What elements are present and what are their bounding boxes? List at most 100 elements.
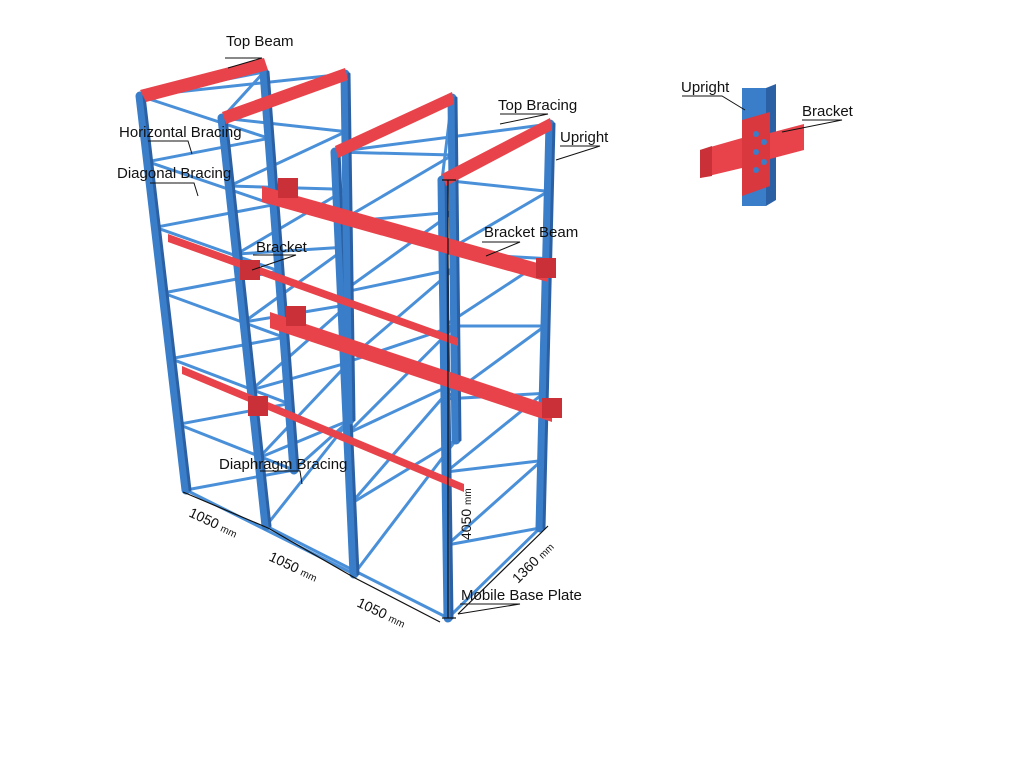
horizontal-bracing <box>257 360 351 460</box>
depth-dimension-line <box>457 525 549 615</box>
top-beam <box>222 68 348 124</box>
leader-bracket-main <box>251 254 297 271</box>
diaphragm-bracing <box>184 488 356 576</box>
horizontal-bracing <box>349 381 457 506</box>
upright-edge <box>224 116 272 528</box>
upright-edge <box>542 122 556 530</box>
bracket <box>240 260 260 280</box>
width-dimension-line-2 <box>267 527 356 579</box>
bracket <box>278 178 298 198</box>
width-1-text: 1050 mm <box>187 504 241 540</box>
detail-bracket-arm-end <box>700 146 712 178</box>
upright <box>135 91 191 495</box>
horizontal-bracing <box>339 210 455 295</box>
upright-edge <box>142 94 192 492</box>
diagonal-bracing <box>339 267 456 295</box>
bracket <box>542 398 562 418</box>
leader-diagonal-bracing <box>150 182 199 197</box>
horizontal-bracing <box>146 136 271 164</box>
upright <box>437 175 453 623</box>
bracket-beam <box>182 366 464 492</box>
leader-mobile-base-plate <box>457 603 521 615</box>
label-mobile-base-plate: Mobile Base Plate <box>461 587 582 604</box>
diagonal-bracing <box>445 526 542 547</box>
top-beam <box>140 58 268 102</box>
label-diaphragm-bracing: Diaphragm Bracing <box>219 456 348 473</box>
top-beam <box>442 118 552 186</box>
horizontal-bracing <box>336 153 455 224</box>
leader-bracket-detail <box>781 119 843 133</box>
horizontal-bracing <box>227 130 348 188</box>
detail-bolt-hole <box>753 149 759 155</box>
upright <box>217 113 271 531</box>
label-bracket-beam: Bracket Beam <box>484 224 579 241</box>
leader-upright-detail <box>682 95 746 111</box>
beam-layer <box>140 58 562 492</box>
height-text: 4050 mm <box>458 488 474 540</box>
label-top-beam: Top Beam <box>226 33 294 50</box>
label-bracket-detail: Bracket <box>802 103 853 120</box>
diagonal-bracing <box>257 418 352 460</box>
leader-lines <box>148 57 843 615</box>
label-horizontal-bracing: Horizontal Bracing <box>119 124 242 141</box>
horizontal-bracing <box>352 438 458 576</box>
upright <box>535 119 555 533</box>
detail-upright-bracket <box>700 84 804 206</box>
bracket-beam <box>270 312 552 422</box>
dimension-lines <box>182 179 549 623</box>
label-upright-detail: Upright <box>681 79 730 96</box>
diagonal-bracing <box>161 291 286 339</box>
diagonal-bracing <box>349 438 458 506</box>
upright-edge <box>347 72 356 422</box>
dimension-texts: 1050 mm 1050 mm 1050 mm 4050 mm 1360 mm <box>187 488 557 630</box>
diagonal-bracing <box>138 94 271 140</box>
diaphragm-bracing <box>292 418 352 472</box>
upright <box>259 67 299 475</box>
upright-edge <box>266 70 300 472</box>
diagonal-bracing <box>333 150 455 157</box>
horizontal-bracing <box>153 203 276 229</box>
width-dimension-line-1 <box>182 491 269 529</box>
diagonal-bracing <box>146 160 276 207</box>
leader-diaphragm-bracing <box>260 470 303 485</box>
label-diagonal-bracing: Diagonal Bracing <box>117 165 232 182</box>
diagonal-bracing <box>169 357 291 406</box>
detail-bolt-hole <box>761 159 767 165</box>
width-3-text: 1050 mm <box>355 594 409 630</box>
leader-top-beam <box>225 57 263 69</box>
top-bracing <box>333 122 552 154</box>
horizontal-bracing <box>184 468 296 492</box>
horizontal-bracing <box>249 303 350 392</box>
leader-bracket-beam <box>482 241 521 257</box>
top-beam <box>335 92 454 158</box>
depth-text: 1360 mm <box>509 538 557 586</box>
bracket <box>286 306 306 326</box>
upright <box>340 69 355 425</box>
bracket <box>248 396 268 416</box>
detail-bolt-hole <box>753 131 759 137</box>
detail-bracket-arm-right <box>766 124 804 160</box>
horizontal-bracing <box>169 335 286 361</box>
diagonal-bracing <box>440 178 550 193</box>
detail-bolt-hole <box>761 139 767 145</box>
width-dimension-line-3 <box>354 577 441 623</box>
diagonal-bracing <box>249 360 351 392</box>
bracket <box>536 258 556 278</box>
diagonal-bracing <box>235 245 349 256</box>
leader-top-bracing <box>499 113 549 125</box>
diagonal-bracing <box>220 116 348 134</box>
bracket-beam <box>262 186 548 282</box>
label-bracket-main: Bracket <box>256 239 307 256</box>
diagonal-bracing <box>176 422 296 472</box>
diagonal-bracing <box>444 459 544 474</box>
label-upright-main: Upright <box>560 129 609 146</box>
horizontal-bracing <box>235 187 349 256</box>
detail-bolt-hole <box>753 167 759 173</box>
leader-horizontal-bracing <box>148 140 193 155</box>
label-top-bracing: Top Bracing <box>498 97 578 114</box>
horizontal-bracing <box>346 324 457 435</box>
diagonal-bracing <box>346 381 457 435</box>
horizontal-bracing <box>446 526 542 620</box>
